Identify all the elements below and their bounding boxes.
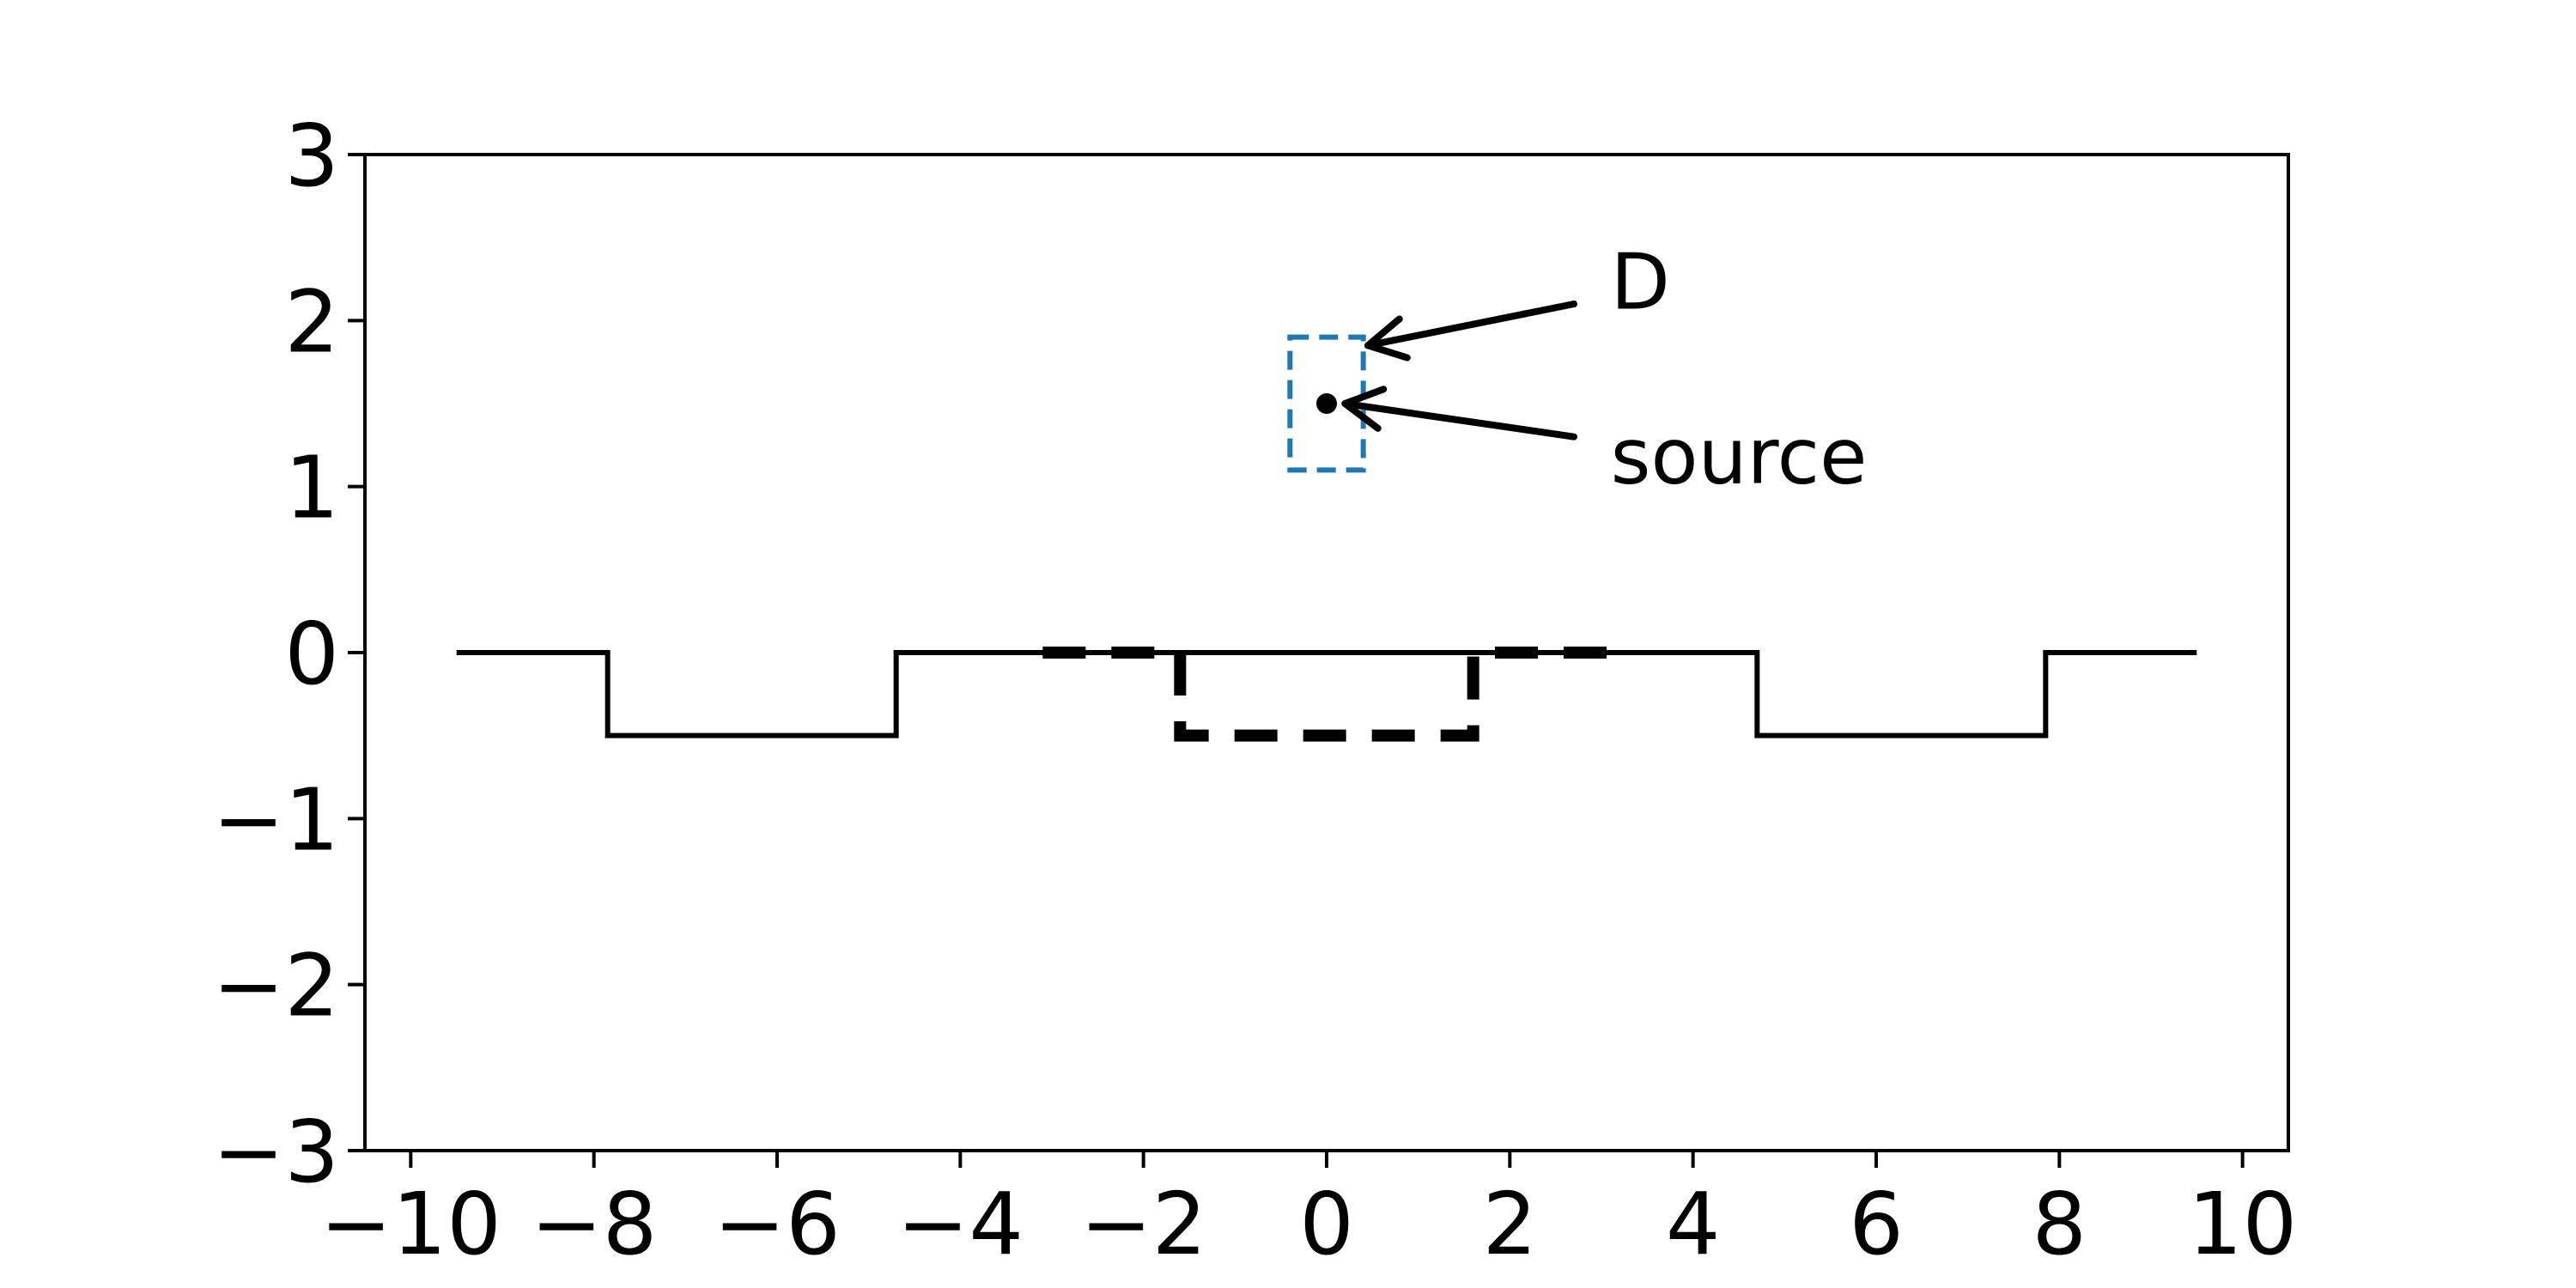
x-tick-label: 2: [1483, 1174, 1538, 1274]
series-line-dashed: [1042, 647, 1611, 742]
region-layer: [1287, 334, 1366, 473]
series-line-solid: [456, 650, 2197, 738]
y-tick-label: 2: [284, 271, 339, 372]
annotation-label-d: D: [1611, 238, 1670, 328]
x-tick-label: 4: [1666, 1174, 1721, 1274]
x-tick-label: 8: [2032, 1174, 2087, 1274]
annotation-label-source: source: [1611, 412, 1868, 502]
arrow-source-shaft: [1341, 400, 1577, 440]
source-point: [1316, 393, 1337, 414]
x-tick-label: 6: [1849, 1174, 1904, 1274]
x-tick-label: −10: [320, 1174, 501, 1274]
y-tick-label: 1: [284, 438, 339, 538]
y-tick-label: 0: [284, 604, 339, 704]
arrow-source-head: [1341, 386, 1388, 432]
region-d-box: [1287, 334, 1366, 473]
x-tick-label: −6: [714, 1174, 840, 1274]
y-tick-label: −2: [213, 936, 339, 1036]
x-tick-label: 0: [1299, 1174, 1354, 1274]
arrow-d-head: [1364, 315, 1411, 361]
x-tick-label: −8: [531, 1174, 657, 1274]
y-tick-label: −1: [213, 769, 339, 870]
series-layer: [456, 647, 2197, 742]
x-tick-label: −4: [897, 1174, 1024, 1274]
arrow-d-shaft: [1364, 301, 1577, 349]
y-tick-label: −3: [213, 1102, 339, 1202]
y-tick-label: 3: [284, 106, 339, 206]
x-tick-label: −2: [1080, 1174, 1206, 1274]
x-tick-label: 10: [2188, 1174, 2297, 1274]
